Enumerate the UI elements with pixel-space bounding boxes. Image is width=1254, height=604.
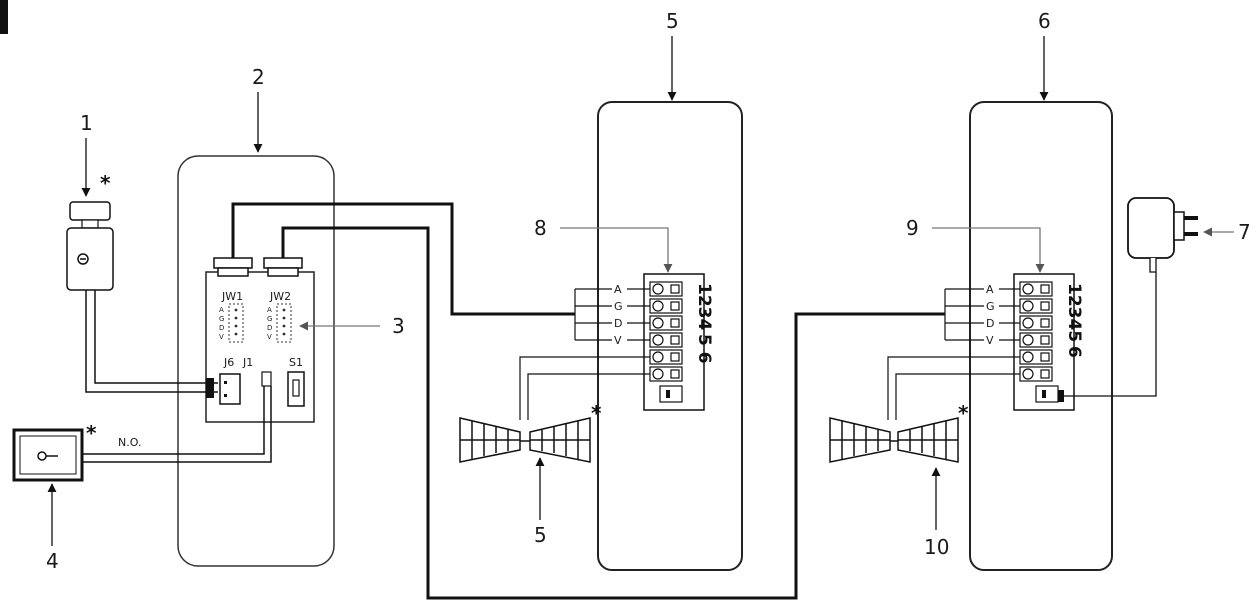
j6-connector xyxy=(219,373,241,405)
monitor-2-terminal-d: D xyxy=(986,317,994,330)
callout-1: 1 xyxy=(80,111,93,135)
monitor-1-terminal-v: V xyxy=(614,334,622,347)
chime-2-optional-mark: * xyxy=(958,401,969,425)
monitor-2-pin-numbers: 12345 xyxy=(1064,283,1084,342)
jw2-pin-a: A xyxy=(267,306,272,314)
jw2-pin-g: G xyxy=(267,315,272,323)
monitor-1-terminal-a: A xyxy=(614,283,622,296)
jw1-label: JW1 xyxy=(221,290,243,303)
jw2-pin-block xyxy=(276,303,292,343)
jw1-connector xyxy=(213,257,253,277)
jw2-pin-d: D xyxy=(267,324,272,332)
jw2-pin-v: V xyxy=(267,333,272,341)
callout-6: 6 xyxy=(1038,9,1051,33)
jw2-connector xyxy=(263,257,303,277)
electric-lock xyxy=(66,201,114,291)
jw1-pin-block xyxy=(228,303,244,343)
monitor-1-pin-numbers-2: 5 6 xyxy=(694,334,714,364)
callout-5-bottom: 5 xyxy=(534,523,547,547)
monitor-1-power-jack xyxy=(659,385,683,403)
exit-button xyxy=(12,428,84,482)
monitor-2-terminal-v: V xyxy=(986,334,994,347)
jw1-pin-a: A xyxy=(219,306,224,314)
monitor-1-terminal-d: D xyxy=(614,317,622,330)
callout-3: 3 xyxy=(392,314,405,338)
monitor-2-pin-numbers-2: 6 xyxy=(1064,346,1084,358)
s1-label: S1 xyxy=(289,356,303,369)
lock-optional-mark: * xyxy=(100,171,111,195)
monitor-2-terminal-a: A xyxy=(986,283,994,296)
j1-connector xyxy=(261,371,272,387)
monitor-2-screw-terminals xyxy=(1019,281,1053,382)
j1-label: J1 xyxy=(242,356,253,369)
callout-8: 8 xyxy=(534,216,547,240)
exit-button-optional-mark: * xyxy=(86,421,97,445)
chime-1-optional-mark: * xyxy=(591,401,602,425)
jw1-pin-v: V xyxy=(219,333,224,341)
callout-2: 2 xyxy=(252,65,265,89)
callout-arrows xyxy=(47,36,1234,546)
door-chime-1 xyxy=(459,417,591,463)
monitor-1-pin-numbers: 1234 xyxy=(694,283,714,330)
exit-button-no-label: N.O. xyxy=(118,436,141,449)
callout-5-top: 5 xyxy=(666,9,679,33)
callout-7: 7 xyxy=(1238,220,1251,244)
callout-10: 10 xyxy=(924,535,949,559)
monitor-2-terminal-g: G xyxy=(986,300,995,313)
power-adapter xyxy=(1127,197,1198,273)
jw1-pin-d: D xyxy=(219,324,224,332)
j6-label: J6 xyxy=(223,356,234,369)
monitor-2-power-jack xyxy=(1035,385,1059,403)
corner-mark xyxy=(0,0,8,34)
monitor-1-screw-terminals xyxy=(649,281,683,382)
door-chime-2 xyxy=(829,417,959,463)
callout-9: 9 xyxy=(906,216,919,240)
monitor-1-terminal-g: G xyxy=(614,300,623,313)
jw2-label: JW2 xyxy=(269,290,291,303)
callout-4: 4 xyxy=(46,549,59,573)
jw1-pin-g: G xyxy=(219,315,224,323)
